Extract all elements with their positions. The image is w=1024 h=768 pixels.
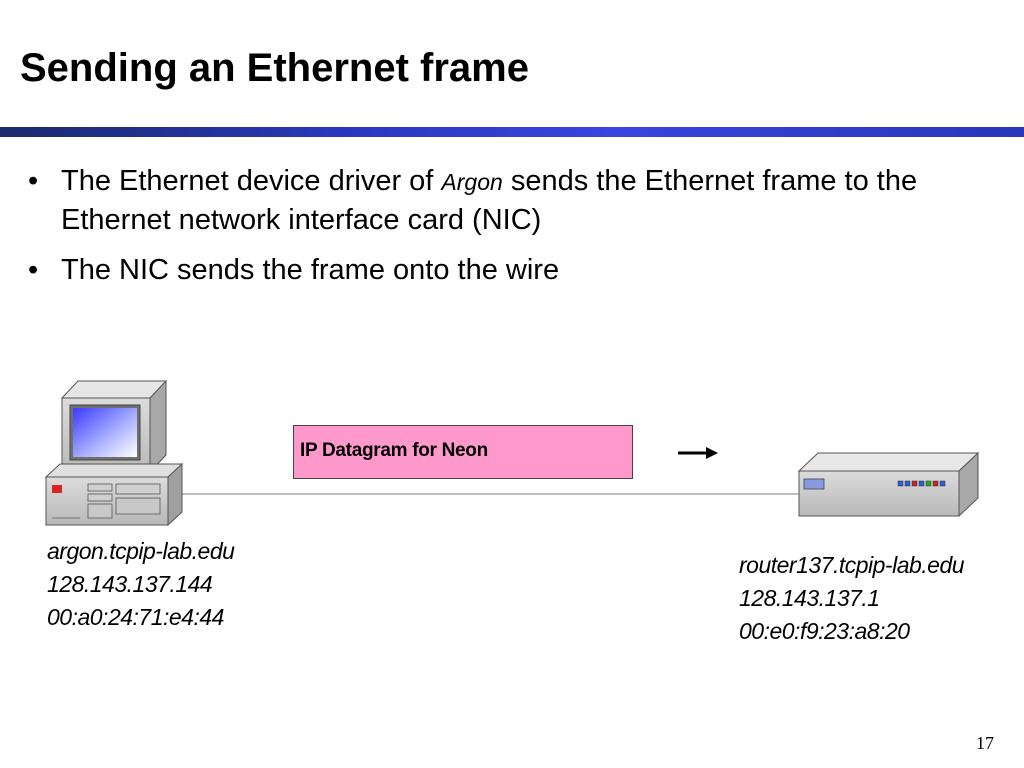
bullet-item: • The NIC sends the frame onto the wire xyxy=(28,251,998,289)
hostname: router137.tcpip-lab.edu xyxy=(739,552,965,578)
bullet-text: The NIC sends the frame onto the wire xyxy=(61,254,560,286)
arrow-right-icon xyxy=(678,447,718,459)
slide-title: Sending an Ethernet frame xyxy=(20,46,529,90)
ip-address: 128.143.137.1 xyxy=(739,585,880,611)
router-icon xyxy=(797,451,980,518)
network-diagram xyxy=(44,379,980,527)
bullet-text: sends the Ethernet frame to the Ethernet… xyxy=(61,165,918,236)
title-divider xyxy=(0,127,1024,137)
ip-address: 128.143.137.144 xyxy=(47,571,213,597)
host-label-router: router137.tcpip-lab.edu 128.143.137.1 00… xyxy=(739,549,965,648)
mac-address: 00:e0:f9:23:a8:20 xyxy=(739,618,910,644)
bullet-dot: • xyxy=(28,165,39,197)
ethernet-frame: IP Datagram for Neon xyxy=(293,425,633,479)
hostname: argon.tcpip-lab.edu xyxy=(47,538,235,564)
mac-address: 00:a0:24:71:e4:44 xyxy=(47,604,224,630)
bullet-dot: • xyxy=(28,254,39,286)
bullet-emphasis: Argon xyxy=(441,169,503,195)
host-label-argon: argon.tcpip-lab.edu 128.143.137.144 00:a… xyxy=(47,535,235,634)
desktop-computer-icon xyxy=(44,379,184,527)
page-number: 17 xyxy=(976,733,994,753)
bullet-item: • The Ethernet device driver of Argon sen… xyxy=(28,162,998,239)
bullet-text: The Ethernet device driver of xyxy=(61,165,442,197)
bullet-list: • The Ethernet device driver of Argon sen… xyxy=(28,162,998,301)
